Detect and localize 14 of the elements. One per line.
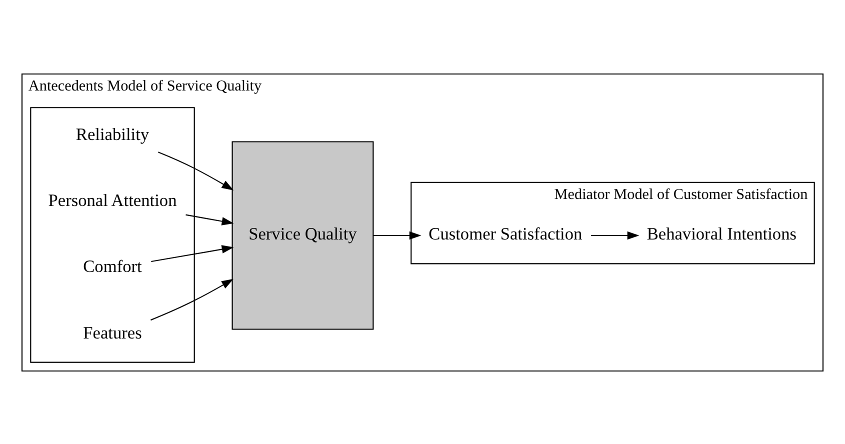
- node-text: Reliability: [76, 124, 150, 144]
- arrow: [158, 151, 234, 190]
- arrow: [373, 230, 422, 240]
- node-text: Personal Attention: [48, 190, 177, 210]
- arrow: [150, 278, 234, 320]
- node-text: Features: [83, 322, 142, 342]
- arrow: [591, 230, 640, 240]
- node-text: Customer Satisfaction: [428, 224, 582, 244]
- arrow: [186, 214, 234, 225]
- node-text: Comfort: [83, 256, 142, 276]
- node-box: Service Quality: [232, 140, 374, 330]
- node-text: Behavioral Intentions: [646, 224, 796, 244]
- arrow: [151, 244, 234, 262]
- cluster: [30, 106, 195, 362]
